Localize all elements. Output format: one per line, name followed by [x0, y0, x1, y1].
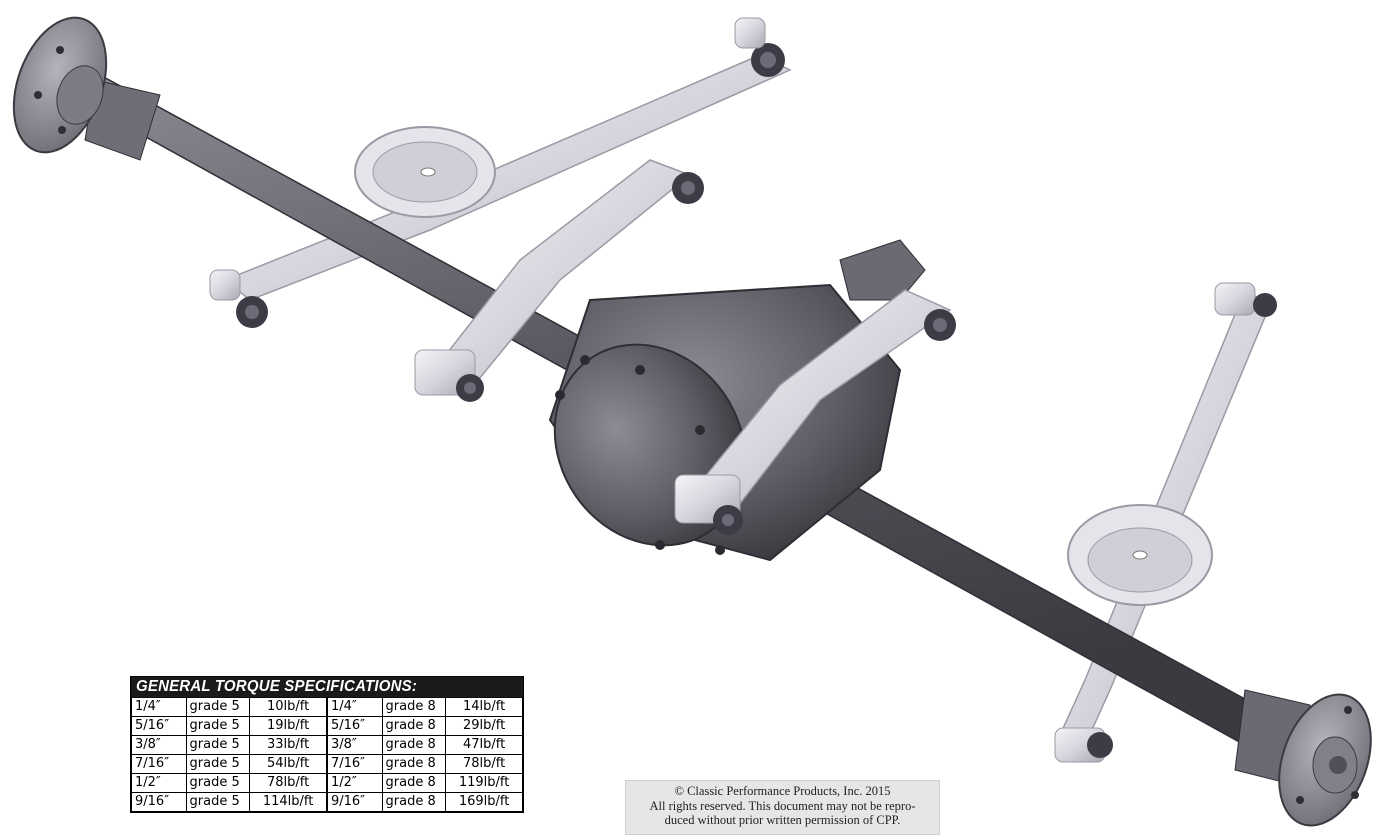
table-cell: 1/4″ — [131, 697, 187, 717]
table-cell: 7/16″ — [131, 754, 187, 774]
torque-spec-table: GENERAL TORQUE SPECIFICATIONS: 1/4″grade… — [130, 676, 524, 813]
table-cell: grade 5 — [185, 773, 251, 793]
table-cell: grade 8 — [381, 773, 447, 793]
table-cell: grade 8 — [381, 792, 447, 812]
table-cell: 9/16″ — [325, 792, 383, 812]
left-upper-link — [414, 159, 704, 402]
table-cell: 119lb/ft — [445, 773, 523, 793]
table-cell: 7/16″ — [325, 754, 383, 774]
table-cell: grade 5 — [185, 697, 251, 717]
table-cell: 78lb/ft — [445, 754, 523, 774]
table-cell: 3/8″ — [325, 735, 383, 755]
table-cell: 78lb/ft — [249, 773, 328, 793]
table-cell: 10lb/ft — [249, 697, 328, 717]
table-cell: 1/2″ — [325, 773, 383, 793]
table-cell: 114lb/ft — [249, 792, 328, 812]
table-cell: 1/2″ — [131, 773, 187, 793]
right-upper-link — [674, 289, 956, 535]
table-cell: grade 8 — [381, 754, 447, 774]
table-cell: grade 5 — [185, 754, 251, 774]
torque-table-title: GENERAL TORQUE SPECIFICATIONS: — [131, 676, 523, 698]
table-cell: 169lb/ft — [445, 792, 523, 812]
table-cell: 54lb/ft — [249, 754, 328, 774]
table-cell: grade 8 — [381, 716, 447, 736]
copyright-line-3: duced without prior written permission o… — [664, 813, 901, 827]
copyright-line-1: © Classic Performance Products, Inc. 201… — [674, 784, 891, 798]
table-cell: 47lb/ft — [445, 735, 523, 755]
table-cell: grade 8 — [381, 735, 447, 755]
table-cell: 5/16″ — [325, 716, 383, 736]
table-cell: 9/16″ — [131, 792, 187, 812]
table-cell: grade 5 — [185, 716, 251, 736]
table-cell: grade 5 — [185, 792, 251, 812]
table-cell: 1/4″ — [325, 697, 383, 717]
copyright-line-2: All rights reserved. This document may n… — [649, 798, 916, 813]
table-cell: 14lb/ft — [445, 697, 523, 717]
table-cell: 3/8″ — [131, 735, 187, 755]
table-cell: 19lb/ft — [249, 716, 328, 736]
copyright-notice: © Classic Performance Products, Inc. 201… — [625, 780, 940, 835]
table-cell: grade 8 — [381, 697, 447, 717]
left-trailing-arm — [209, 17, 792, 328]
left-axle-flange — [12, 16, 108, 154]
right-axle-flange — [1278, 693, 1372, 827]
table-cell: 5/16″ — [131, 716, 187, 736]
table-cell: grade 5 — [185, 735, 251, 755]
table-cell: 29lb/ft — [445, 716, 523, 736]
table-cell: 33lb/ft — [249, 735, 328, 755]
